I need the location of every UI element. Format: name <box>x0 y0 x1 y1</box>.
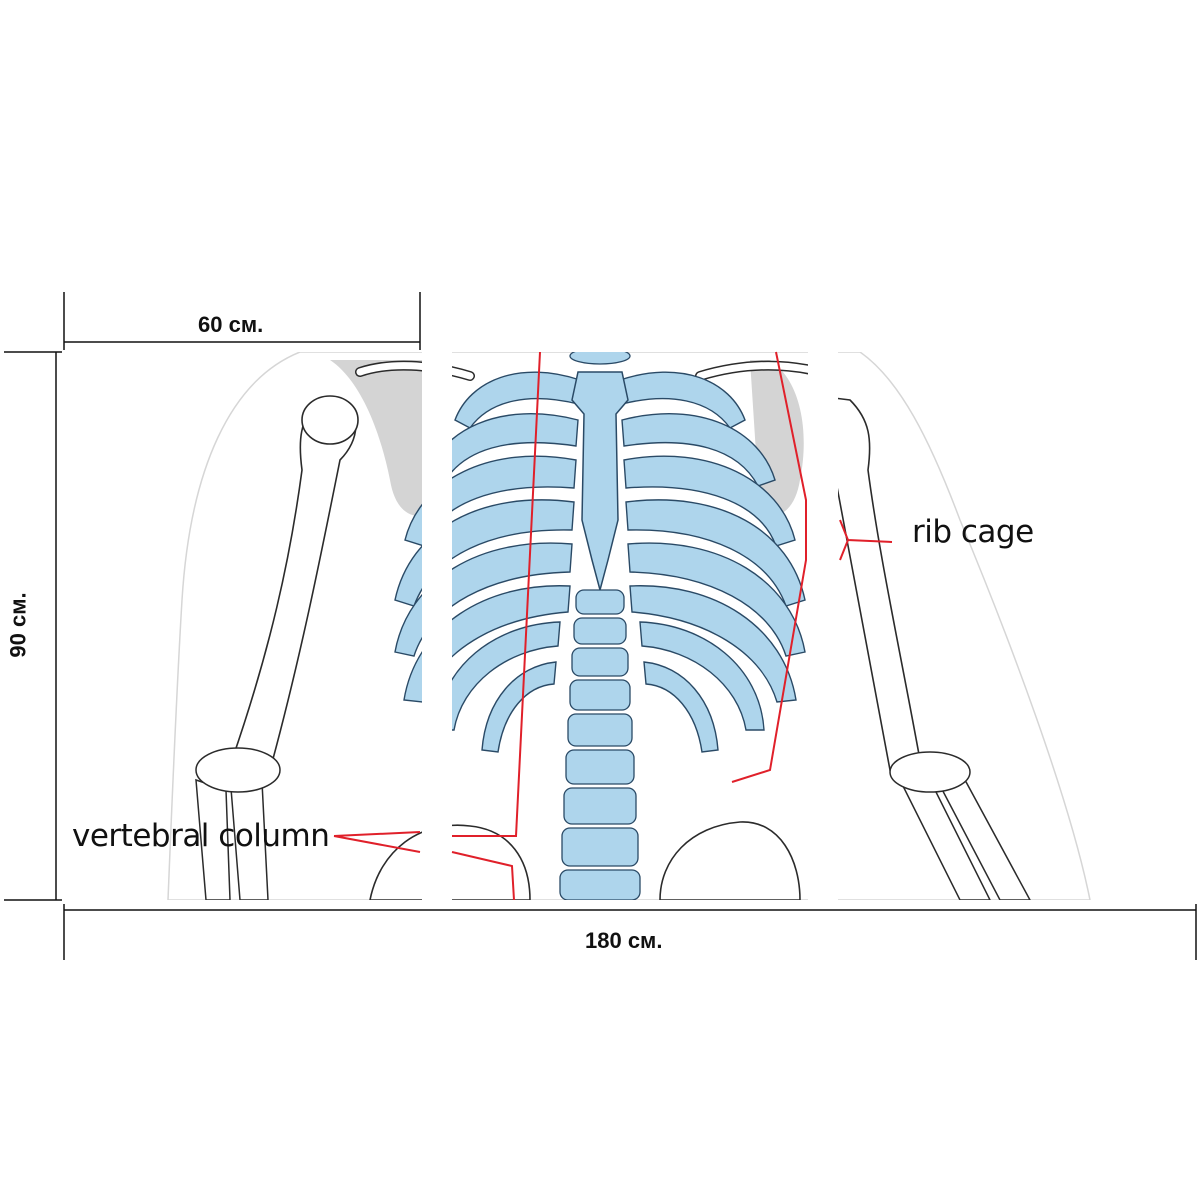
left-panel <box>62 352 422 900</box>
vertebral-column-leader-lines <box>333 351 541 901</box>
total-width-dimension: 180 см. <box>585 928 663 953</box>
height-dimension: 90 см. <box>5 592 31 658</box>
vertebral-column-label: vertebral column <box>72 818 330 854</box>
dimension-lines <box>4 292 1197 960</box>
rib-cage-leader-lines <box>731 351 893 783</box>
rib-cage-label: rib cage <box>912 514 1034 550</box>
right-panel <box>838 352 1196 900</box>
panel-width-dimension: 60 см. <box>198 312 264 337</box>
center-panel <box>452 352 808 900</box>
